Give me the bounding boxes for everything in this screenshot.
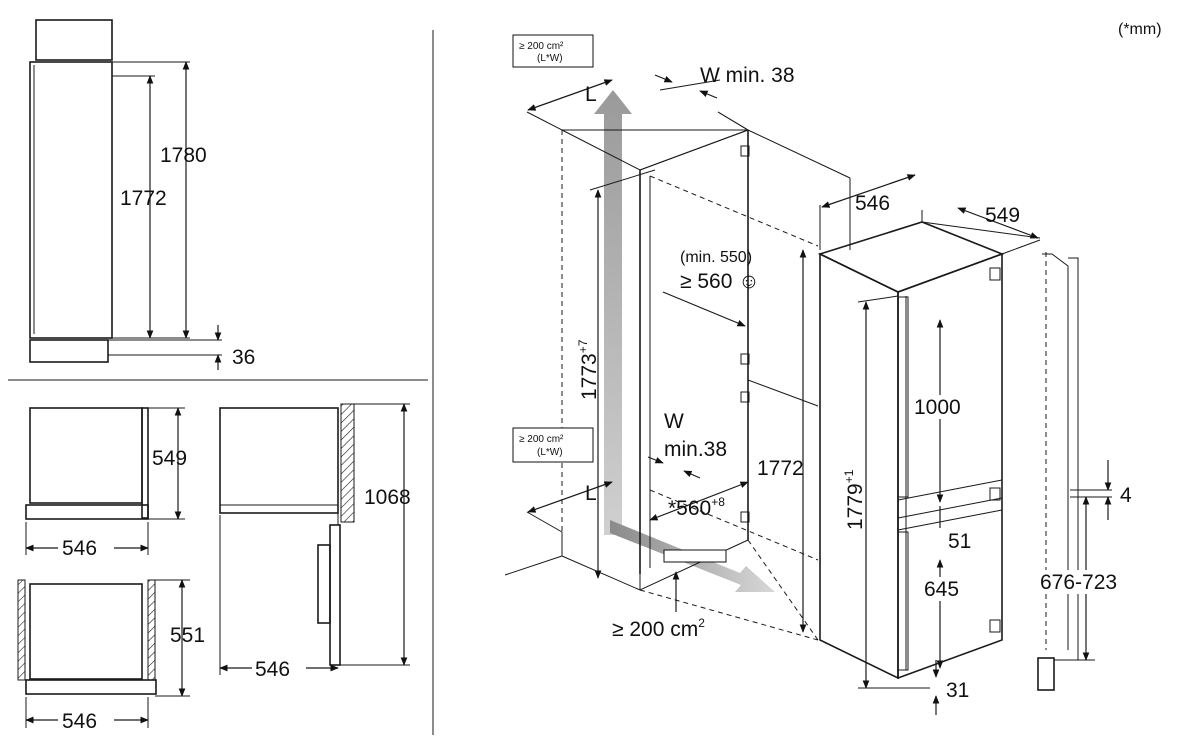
side-view: 1780 1772 36 <box>29 19 255 370</box>
door-hinge-detail: 4 676-723 <box>1037 252 1138 691</box>
dim-base: 31 <box>946 679 969 702</box>
dim-546-c: 546 <box>255 658 290 681</box>
dim-upper-door: 1000 <box>914 396 961 419</box>
dim-1779: 1779+1 <box>842 469 867 530</box>
vent-box-top <box>512 34 594 68</box>
dim-551: 551 <box>170 624 205 647</box>
units-note: (*mm) <box>1118 21 1162 38</box>
airflow-up-arrow <box>594 90 632 535</box>
dim-L-top: L <box>585 83 597 106</box>
dim-1772-niche: 1772 <box>757 457 804 480</box>
dim-1780: 1780 <box>160 144 207 167</box>
vent-box-top-text: ≥ 200 cm² <box>519 41 564 52</box>
dim-549: 549 <box>152 447 187 470</box>
dim-w-bottom-2: min.38 <box>664 438 727 461</box>
dim-36: 36 <box>232 346 255 369</box>
dim-door-gap: 51 <box>948 530 971 553</box>
vent-box-bottom-text2: (L*W) <box>537 447 563 458</box>
dim-appliance-546: 546 <box>855 192 890 215</box>
niche-3d: ≥ 200 cm² (L*W) ≥ 200 cm² (L*W) L W min.… <box>504 34 851 641</box>
dim-lower-door: 645 <box>924 578 959 601</box>
dim-560-width: *560+8 <box>668 495 725 520</box>
vent-box-top-text2: (L*W) <box>537 53 563 64</box>
dim-546-a: 546 <box>62 537 97 560</box>
dim-w-bottom-1: W <box>664 410 684 433</box>
door-view: 1068 546 <box>219 403 411 681</box>
dim-1068: 1068 <box>364 486 411 509</box>
dim-floor-vent: ≥ 200 cm2 <box>612 616 705 641</box>
vent-box-bottom-text: ≥ 200 cm² <box>519 434 564 445</box>
dim-1773: 1773+7 <box>576 339 601 400</box>
dim-L-bottom: L <box>585 482 597 505</box>
dim-min-560: ≥ 560 ☺ <box>680 270 760 293</box>
dim-w-top: W min. 38 <box>700 64 795 87</box>
top-view-a: 549 546 <box>25 407 187 560</box>
top-view-b: 551 546 <box>17 579 205 733</box>
dim-appliance-549: 549 <box>985 204 1020 227</box>
dim-min-550: (min. 550) <box>680 249 752 266</box>
vent-box-bottom <box>512 427 594 463</box>
dim-1772: 1772 <box>120 187 167 210</box>
dim-hinge-range: 676-723 <box>1040 571 1117 594</box>
dim-546-b: 546 <box>62 710 97 733</box>
dim-hinge-4: 4 <box>1120 484 1132 507</box>
appliance-3d: 546 549 1779+1 1000 51 645 31 <box>817 174 1041 715</box>
